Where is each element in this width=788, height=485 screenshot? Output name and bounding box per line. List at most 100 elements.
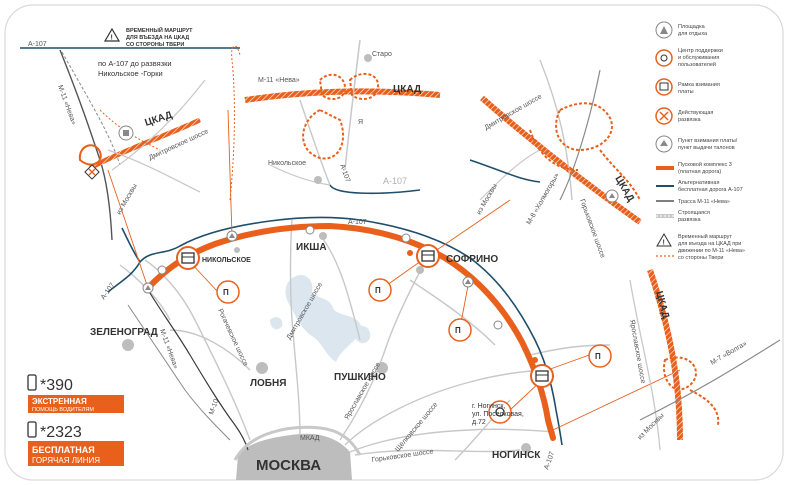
svg-text:бесплатная дорога А-107: бесплатная дорога А-107	[678, 187, 743, 193]
tree-icon	[660, 26, 668, 34]
svg-text:развязка: развязка	[678, 117, 701, 123]
phone-icon	[27, 421, 37, 438]
svg-text:ПОМОЩЬ ВОДИТЕЛЯМ: ПОМОЩЬ ВОДИТЕЛЯМ	[32, 407, 94, 413]
map-frame	[4, 4, 784, 481]
callout-lines	[107, 109, 681, 431]
svg-text:*2323: *2323	[40, 424, 82, 441]
water-bodies	[270, 275, 371, 362]
legend-launch: Пусковой комплекс 3 (платная дорога)	[656, 161, 732, 175]
svg-text:д.72: д.72	[472, 419, 486, 426]
road-label-mkad: МКАД	[300, 435, 320, 442]
svg-text:Альтернативная: Альтернативная	[678, 180, 719, 186]
phone-icon	[27, 374, 37, 391]
svg-text:для отдыха: для отдыха	[678, 31, 708, 37]
svg-text:Строящаяся: Строящаяся	[678, 210, 710, 216]
toll-frame-legend-icon	[659, 82, 669, 91]
svg-text:г. Ногинск,: г. Ногинск,	[472, 403, 505, 410]
toll-point-icon: П	[368, 278, 392, 302]
legend-rest: Площадка для отдыха	[655, 21, 708, 39]
svg-text:Пункт взимания платы/: Пункт взимания платы/	[678, 138, 738, 144]
svg-text:Никольское: Никольское	[268, 160, 306, 167]
svg-text:А-107: А-107	[383, 176, 407, 186]
svg-text:(платная дорога): (платная дорога)	[678, 169, 721, 175]
svg-text:движении по М-11 «Нева»: движении по М-11 «Нева»	[678, 248, 745, 254]
svg-text:Рамка взимания: Рамка взимания	[678, 82, 720, 88]
toll-frame-icon	[530, 364, 554, 388]
city-lobnya: ЛОБНЯ	[250, 378, 286, 389]
svg-text:П: П	[595, 352, 601, 361]
svg-text:пункт выдачи талонов: пункт выдачи талонов	[678, 145, 735, 151]
svg-text:П: П	[455, 326, 461, 335]
svg-text:для въезда на ЦКАД при: для въезда на ЦКАД при	[678, 241, 741, 247]
mkad-ring	[233, 425, 362, 461]
svg-text:платы: платы	[678, 89, 694, 95]
svg-text:!: !	[663, 240, 665, 247]
svg-text:Центр поддержки: Центр поддержки	[678, 48, 723, 54]
svg-text:развязка: развязка	[678, 217, 701, 223]
svg-text:Площадка: Площадка	[678, 24, 706, 30]
legend-m11: Трасса М-11 «Нева»	[656, 199, 730, 205]
legend-toll-point: Пункт взимания платы/ пункт выдачи талон…	[655, 135, 738, 153]
toll-point-icon: П	[588, 344, 612, 368]
office-address: г. Ногинск, ул. Поселковая, д.72	[472, 403, 524, 426]
svg-text:со стороны Твери: со стороны Твери	[678, 255, 723, 261]
city-noginsk: НОГИНСК	[492, 450, 541, 461]
city-pushkino: ПУШКИНО	[334, 372, 386, 383]
legend-temp-route: ! Временный маршрут для въезда на ЦКАД п…	[656, 233, 745, 261]
moscow-area	[236, 433, 352, 480]
city-moskva: МОСКВА	[256, 457, 321, 474]
support-icon	[660, 54, 668, 62]
svg-text:П: П	[223, 288, 229, 297]
inset-nikolskoe: Старо М-11 «Нева» ЦКАД Я Никольское А-10…	[229, 39, 441, 201]
svg-text:ВРЕМЕННЫЙ МАРШРУТ: ВРЕМЕННЫЙ МАРШРУТ	[126, 26, 193, 34]
svg-text:*390: *390	[40, 377, 73, 394]
warning-icon: !	[103, 27, 121, 42]
toll-frame-icon	[176, 246, 200, 270]
toll-point-icon: П	[448, 318, 472, 342]
support-center-icon	[488, 400, 512, 424]
svg-text:ДЛЯ ВЪЕЗДА НА ЦКАД: ДЛЯ ВЪЕЗДА НА ЦКАД	[126, 35, 189, 41]
svg-text:ЭКСТРЕННАЯ: ЭКСТРЕННАЯ	[32, 397, 87, 406]
svg-text:пользователей: пользователей	[678, 61, 716, 68]
toll-point-legend-icon	[660, 140, 668, 146]
junction-icon	[659, 111, 669, 121]
svg-text:ЦКАД: ЦКАД	[393, 84, 421, 95]
warning-icon	[656, 233, 672, 247]
svg-text:и обслуживания: и обслуживания	[678, 55, 719, 61]
svg-text:Трасса М-11 «Нева»: Трасса М-11 «Нева»	[678, 199, 730, 205]
svg-text:ул. Поселковая,: ул. Поселковая,	[472, 411, 524, 418]
svg-text:Пусковой комплекс 3: Пусковой комплекс 3	[678, 161, 732, 168]
hotline-emergency: *390 ЭКСТРЕННАЯ ПОМОЩЬ ВОДИТЕЛЯМ	[27, 374, 124, 413]
road-label-a107: А-107	[348, 219, 367, 226]
svg-text:Никольское -Горки: Никольское -Горки	[98, 69, 163, 78]
svg-text:Старо: Старо	[372, 51, 392, 58]
m10-road	[127, 304, 231, 441]
svg-text:А-107: А-107	[28, 41, 47, 48]
svg-text:Действующая: Действующая	[678, 109, 713, 116]
city-nikolskoe: НИКОЛЬСКОЕ	[202, 257, 251, 264]
svg-text:по А-107 до развязки: по А-107 до развязки	[98, 59, 172, 68]
toll-point-icon: П	[216, 280, 240, 304]
legend-under-construction: Строящаяся развязка	[656, 210, 710, 223]
city-iksha: ИКША	[296, 242, 327, 253]
city-zelenograd: ЗЕЛЕНОГРАД	[90, 327, 158, 338]
legend-support: Центр поддержки и обслуживания пользоват…	[655, 48, 723, 68]
toll-frame-icon	[416, 244, 440, 268]
svg-text:М-11 «Нева»: М-11 «Нева»	[258, 77, 300, 84]
svg-text:СО СТОРОНЫ ТВЕРИ: СО СТОРОНЫ ТВЕРИ	[126, 42, 184, 48]
hotline-free: *2323 БЕСПЛАТНАЯ ГОРЯЧАЯ ЛИНИЯ	[27, 421, 124, 466]
legend-alt-free: Альтернативная бесплатная дорога А-107	[656, 180, 743, 193]
legend-operating-jct: Действующая развязка	[655, 107, 713, 125]
interchange-markers	[142, 225, 538, 363]
legend-toll-frame: Рамка взимания платы	[655, 78, 720, 96]
svg-text:ГОРЯЧАЯ ЛИНИЯ: ГОРЯЧАЯ ЛИНИЯ	[32, 456, 100, 465]
svg-text:Я: Я	[358, 119, 363, 126]
city-dots	[122, 232, 531, 453]
svg-text:БЕСПЛАТНАЯ: БЕСПЛАТНАЯ	[32, 445, 95, 455]
m11-route	[144, 284, 249, 451]
svg-text:!: !	[111, 35, 113, 42]
svg-text:Временный маршрут: Временный маршрут	[678, 233, 732, 240]
svg-text:П: П	[375, 286, 381, 295]
city-sofrino: СОФРИНО	[446, 254, 498, 265]
